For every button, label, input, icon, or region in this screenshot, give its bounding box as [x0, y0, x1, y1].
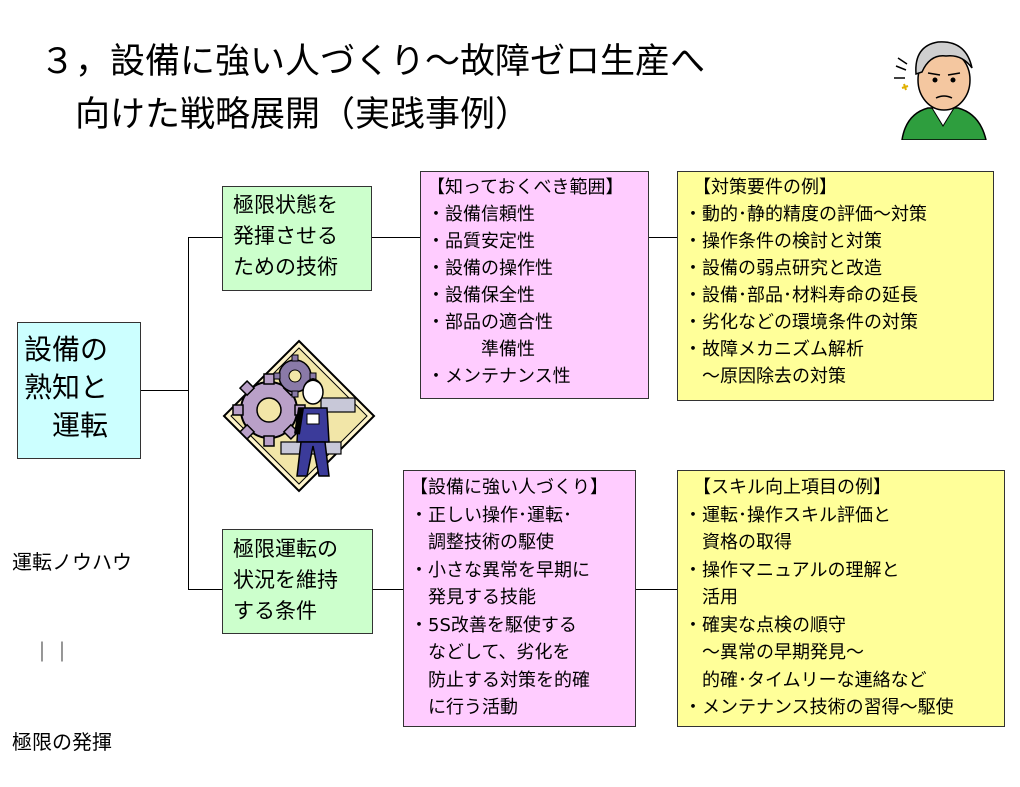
measures-line: ～原因除去の対策 — [684, 366, 846, 387]
knowledge-box: 【知っておくべき範囲】 ・設備信頼性 ・品質安定性 ・設備の操作性 ・設備保全性… — [420, 171, 649, 399]
branch-top-line-3: ための技術 — [233, 255, 338, 279]
measures-box: 【対策要件の例】 ・動的･静的精度の評価～対策 ・操作条件の検討と対策 ・設備の… — [677, 171, 994, 401]
skills-box: 【スキル向上項目の例】 ・運転･操作スキル評価と 資格の取得 ・操作マニュアルの… — [677, 470, 1005, 727]
branch-bottom-line-2: 状況を維持 — [233, 568, 338, 592]
skills-line: ・確実な点検の順守 — [684, 614, 846, 636]
people-line: などして、劣化を — [410, 642, 571, 663]
measures-line: ・劣化などの環境条件の対策 — [684, 312, 918, 333]
skills-line: ・メンテナンス技術の習得～駆使 — [684, 697, 954, 718]
branch-bottom-line-1: 極限運転の — [233, 537, 338, 561]
people-line: ・小さな異常を早期に — [410, 559, 590, 581]
branch-top-line-1: 極限状態を — [233, 193, 338, 217]
root-line-3: 運転 — [24, 409, 109, 442]
measures-line: 【対策要件の例】 — [684, 177, 837, 198]
skills-line: 【スキル向上項目の例】 — [684, 477, 891, 498]
connector — [372, 237, 420, 238]
side-note-line-2: ｜｜ — [12, 640, 72, 664]
measures-line: ・設備の弱点研究と改造 — [684, 258, 882, 279]
knowledge-line: 【知っておくべき範囲】 — [427, 177, 624, 198]
connector — [141, 390, 189, 391]
people-line: 発見する技能 — [410, 587, 536, 608]
knowledge-line: ・設備の操作性 — [427, 258, 553, 279]
connector — [188, 237, 223, 238]
connector — [188, 589, 223, 590]
skills-line: ～異常の早期発見～ — [684, 642, 864, 663]
skills-line: 資格の取得 — [684, 532, 792, 553]
people-line: 調整技術の駆使 — [410, 532, 554, 553]
people-line: ・5S改善を駆使する — [410, 614, 577, 636]
measures-line: ・設備･部品･材料寿命の延長 — [684, 285, 918, 306]
people-line: 【設備に強い人づくり】 — [410, 477, 608, 498]
side-note-line-1: 運転ノウハウ — [12, 550, 132, 574]
skills-line: ・操作マニュアルの理解と — [684, 559, 900, 581]
knowledge-line: ・設備信頼性 — [427, 204, 535, 225]
knowledge-line: 準備性 — [427, 339, 535, 360]
connector — [373, 589, 403, 590]
people-line: 防止する対策を的確 — [410, 669, 590, 691]
knowledge-line: ・部品の適合性 — [427, 312, 553, 333]
connector — [636, 589, 677, 590]
title-line-1: ３，設備に強い人づくり～故障ゼロ生産へ — [40, 42, 706, 82]
people-line: に行う活動 — [410, 697, 518, 718]
people-line: ・正しい操作･運転･ — [410, 504, 572, 526]
branch-top-line-2: 発揮させる — [233, 224, 338, 248]
side-note: 運転ノウハウ ｜｜ 極限の発揮 — [12, 487, 132, 787]
root-box: 設備の 熟知と 運転 — [17, 322, 141, 459]
connector — [188, 237, 189, 590]
skills-line: 的確･タイムリーな連絡など — [684, 669, 927, 691]
title-line-2: 向けた戦略展開（実践事例） — [40, 95, 531, 135]
people-box: 【設備に強い人づくり】 ・正しい操作･運転･ 調整技術の駆使 ・小さな異常を早期… — [403, 470, 636, 727]
branch-bottom-line-3: する条件 — [233, 599, 317, 623]
worker-gears-icon — [222, 339, 376, 493]
skills-line: 活用 — [684, 587, 738, 608]
page-title: ３，設備に強い人づくり～故障ゼロ生産へ 向けた戦略展開（実践事例） — [40, 36, 705, 142]
knowledge-line: ・メンテナンス性 — [427, 366, 571, 387]
branch-bottom-box: 極限運転の 状況を維持 する条件 — [222, 529, 373, 634]
side-note-line-3: 極限の発揮 — [12, 730, 112, 754]
root-line-2: 熟知と — [24, 371, 109, 404]
surprised-man-icon — [894, 41, 987, 140]
branch-top-box: 極限状態を 発揮させる ための技術 — [222, 186, 372, 291]
knowledge-line: ・品質安定性 — [427, 231, 535, 252]
measures-line: ・故障メカニズム解析 — [684, 339, 864, 360]
measures-line: ・動的･静的精度の評価～対策 — [684, 204, 927, 225]
root-line-1: 設備の — [24, 333, 109, 366]
knowledge-line: ・設備保全性 — [427, 285, 535, 306]
skills-line: ・運転･操作スキル評価と — [684, 504, 891, 526]
connector — [649, 237, 677, 238]
measures-line: ・操作条件の検討と対策 — [684, 231, 882, 252]
